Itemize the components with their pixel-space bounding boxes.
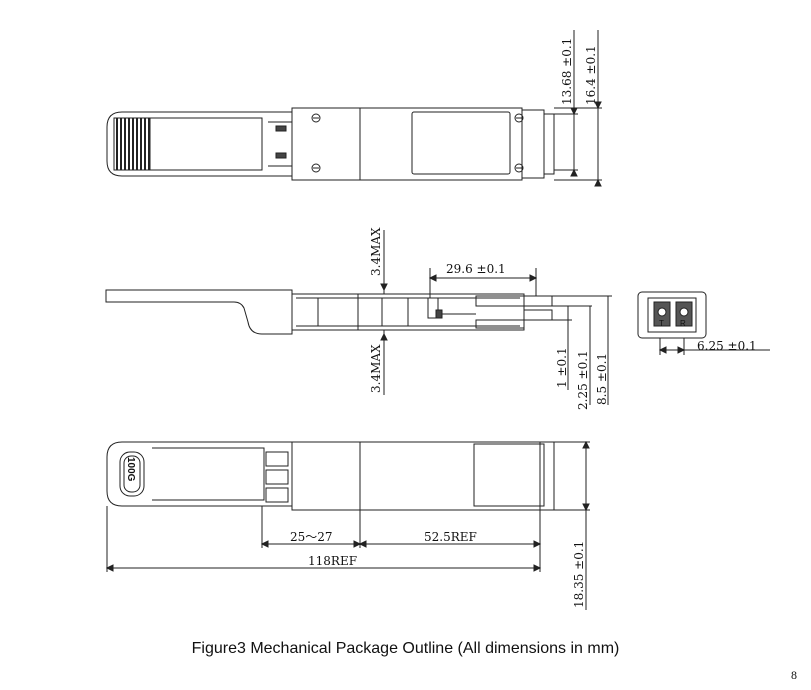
dim-2-25: 2.25 ±0.1 — [576, 350, 590, 410]
top-view-grip — [113, 117, 151, 171]
end-view-label-t: T — [659, 319, 664, 328]
end-view-label-r: R — [680, 319, 686, 328]
end-view — [637, 291, 770, 355]
badge-100g-label: 100G — [125, 457, 136, 482]
dim-29-6: 29.6 ±0.1 — [446, 262, 506, 276]
bottom-view — [105, 440, 590, 610]
dim-16-4: 16.4 ±0.1 — [584, 45, 598, 105]
page-number: 8 — [791, 668, 797, 682]
top-view-body — [291, 107, 523, 181]
top-view-label-area — [411, 111, 511, 175]
dim-25-27: 25～27 — [290, 530, 333, 544]
bottom-view-pull-tab — [106, 441, 293, 507]
end-view-outline — [637, 291, 707, 339]
dim-118ref: 118REF — [308, 554, 357, 568]
dim-1: 1 ±0.1 — [555, 347, 569, 388]
side-view — [105, 230, 612, 405]
dim-52-5ref: 52.5REF — [424, 530, 477, 544]
badge-100g — [119, 451, 145, 497]
dim-18-35: 18.35 ±0.1 — [572, 541, 586, 608]
dim-3-4max-top: 3.4MAX — [369, 227, 383, 276]
dim-8-5: 8.5 ±0.1 — [595, 353, 609, 405]
dim-3-4max-bottom: 3.4MAX — [369, 344, 383, 393]
bottom-view-body — [291, 441, 541, 511]
top-view-pull-tab — [106, 111, 293, 177]
top-view — [106, 30, 602, 187]
dim-13-68: 13.68 ±0.1 — [560, 38, 574, 105]
dim-6-25: 6.25 ±0.1 — [697, 339, 757, 353]
side-view-tab — [105, 289, 293, 335]
figure-caption: Figure3 Mechanical Package Outline (All … — [191, 640, 620, 657]
